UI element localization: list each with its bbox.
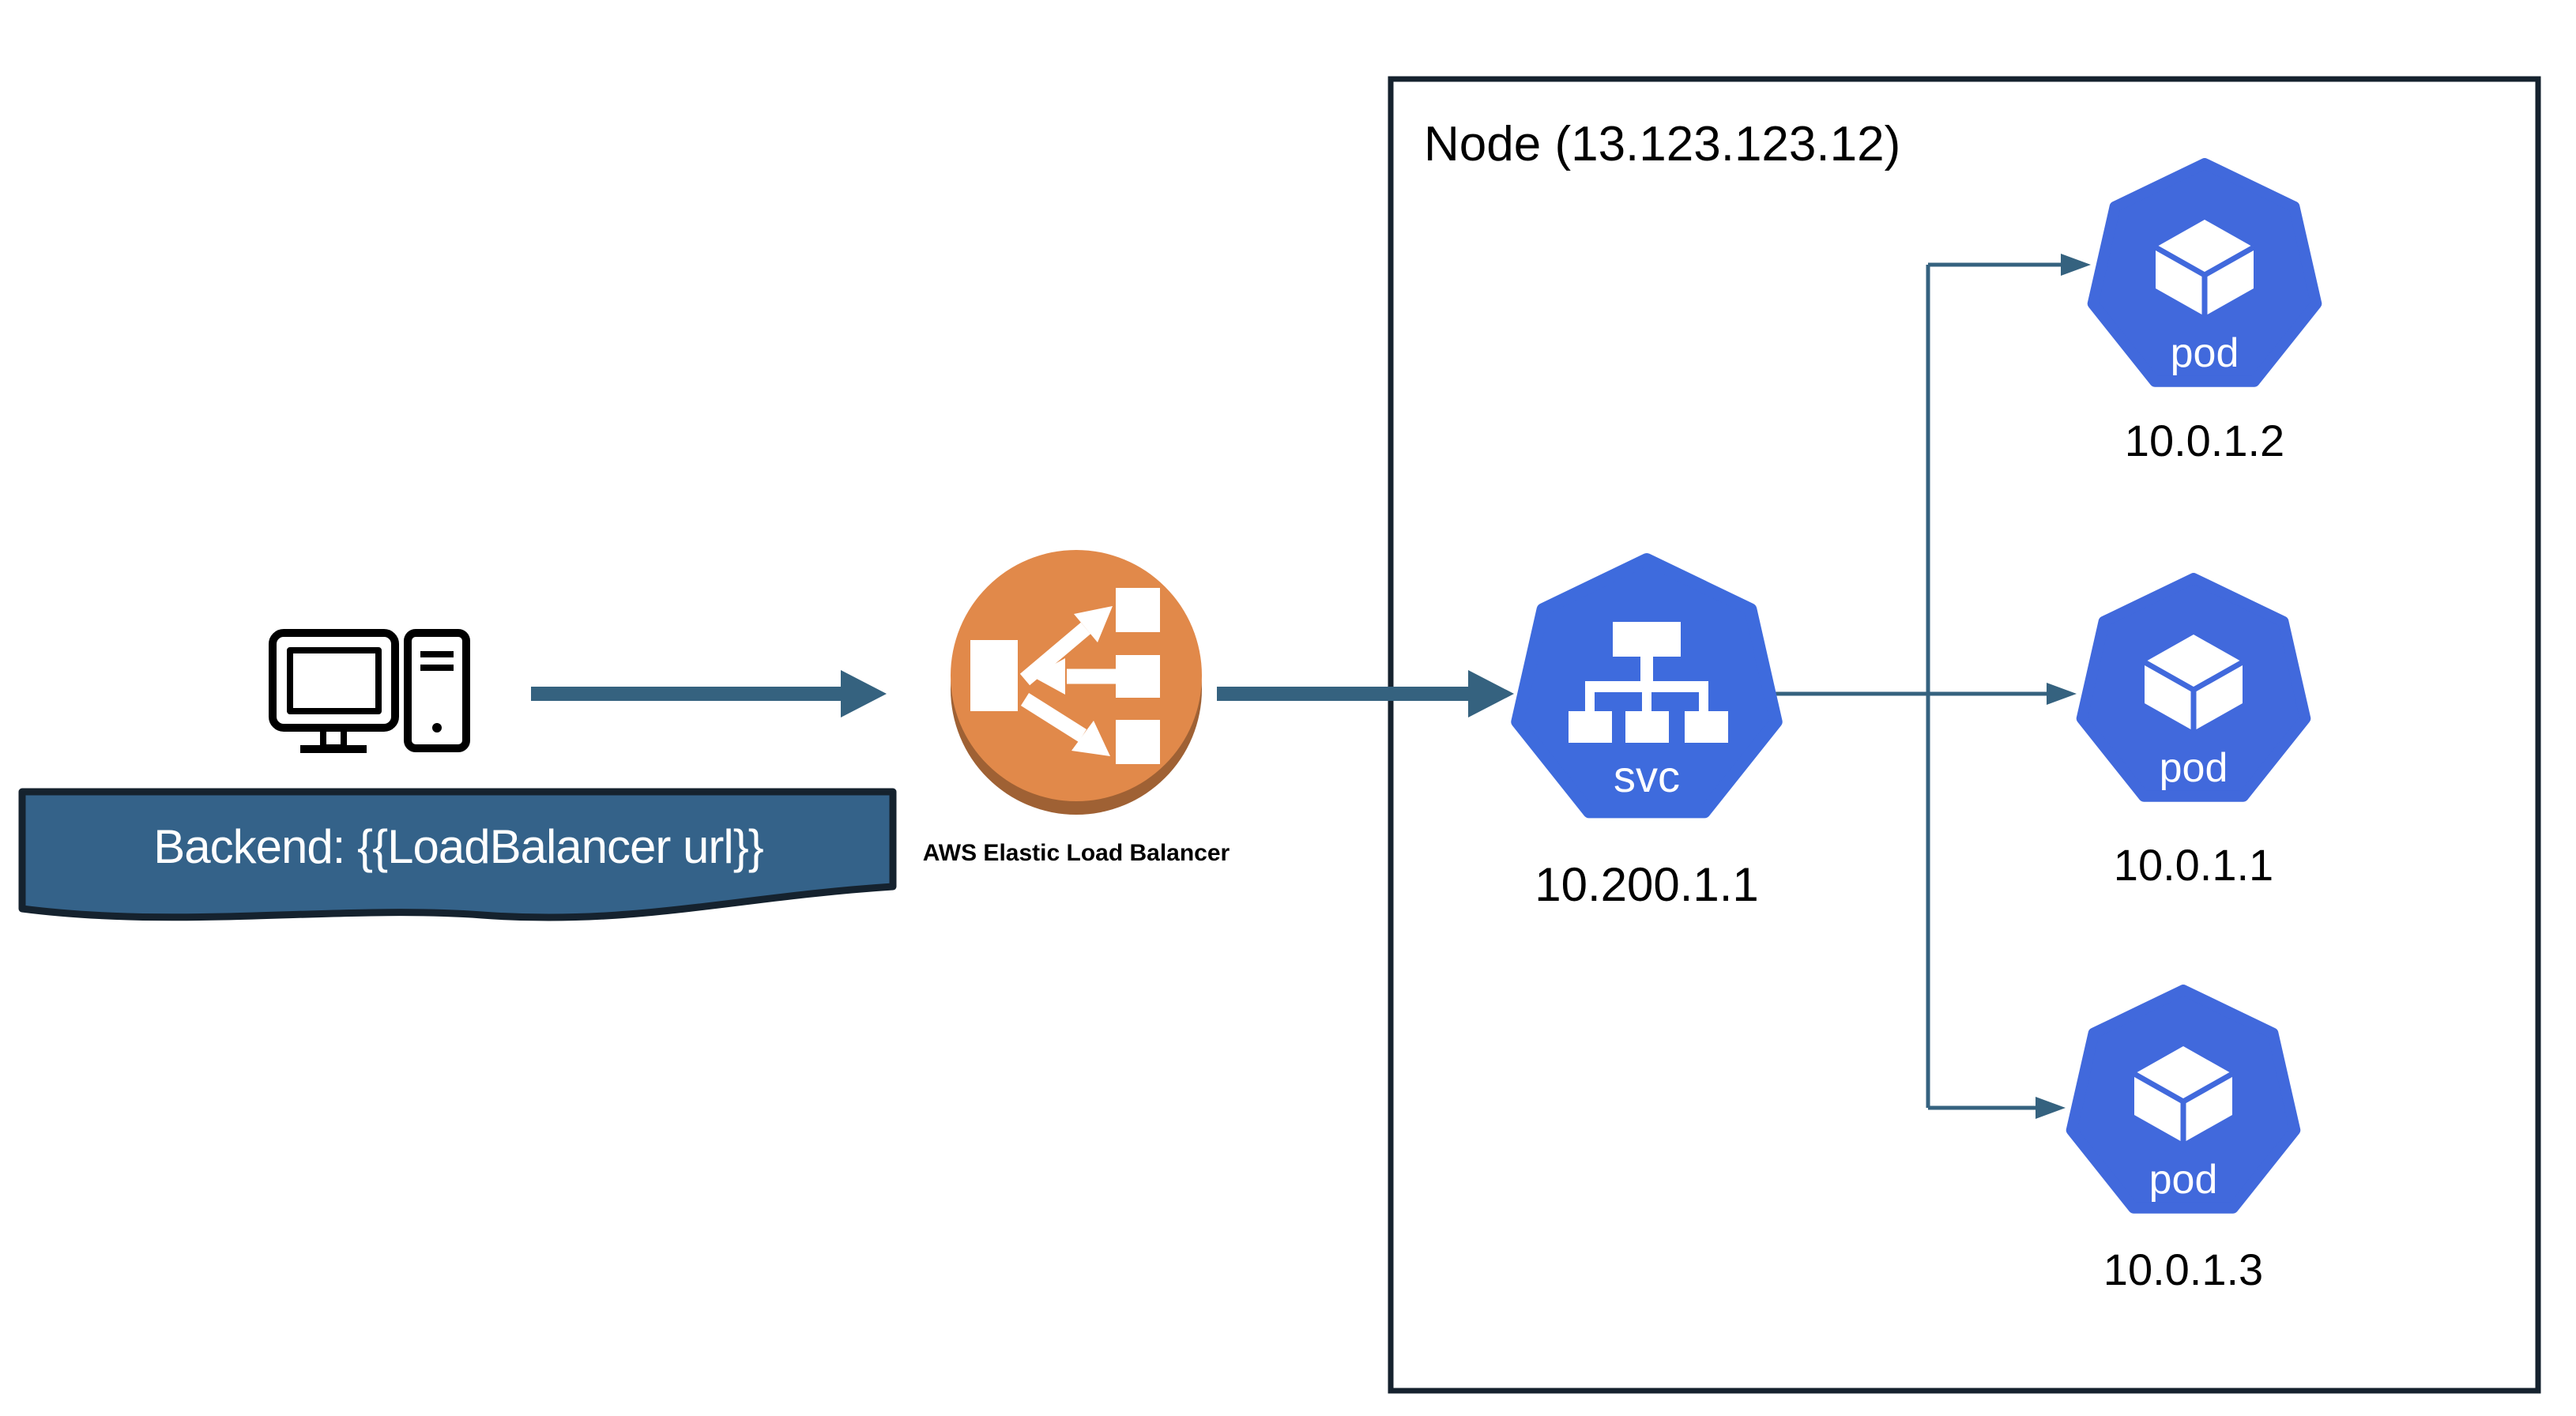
pod-cube-icon (2143, 635, 2244, 731)
tower-icon (404, 629, 470, 752)
pod-icon-2: pod (2076, 573, 2311, 802)
monitor-screen (287, 647, 382, 714)
pod-ip-label-3: 10.0.1.3 (2103, 1245, 2264, 1294)
svc-ip-label: 10.200.1.1 (1535, 858, 1759, 911)
pod-icon-1: pod (2087, 158, 2322, 387)
elb-caption: AWS Elastic Load Balancer (922, 840, 1230, 866)
pod-ip-label-2: 10.0.1.1 (2113, 840, 2274, 890)
arrowhead-to-pod-3 (2036, 1097, 2066, 1119)
arrowhead-to-pod-1 (2061, 254, 2091, 276)
pod-cube-icon (2133, 1046, 2234, 1143)
svc-tree-glyph (1569, 622, 1728, 743)
pod-badge: pod (2160, 745, 2228, 791)
svc-icon: svc (1511, 553, 1783, 819)
pod-ip-label-1: 10.0.1.2 (2124, 416, 2285, 465)
elb-icon (951, 550, 1202, 815)
tower-power-dot (432, 723, 442, 732)
svc-badge: svc (1614, 751, 1680, 801)
backend-banner-label: Backend: {{LoadBalancer url}} (153, 820, 764, 873)
monitor-stand (320, 725, 347, 751)
arrowhead-to-pod-2 (2047, 683, 2077, 705)
node-title: Node (13.123.123.12) (1424, 117, 1901, 171)
pod-icon-3: pod (2066, 985, 2301, 1214)
pod-badge: pod (2149, 1157, 2218, 1203)
backend-banner-shape (18, 788, 897, 921)
pod-cube-icon (2154, 220, 2255, 316)
svc-to-pods-connector (1776, 254, 2091, 1119)
pod-badge: pod (2171, 330, 2239, 376)
elb-glyph (970, 588, 1160, 764)
arrow-client-to-elb (531, 670, 887, 717)
arrow-elb-to-svc (1217, 670, 1514, 717)
client-computer-icon (269, 629, 470, 753)
